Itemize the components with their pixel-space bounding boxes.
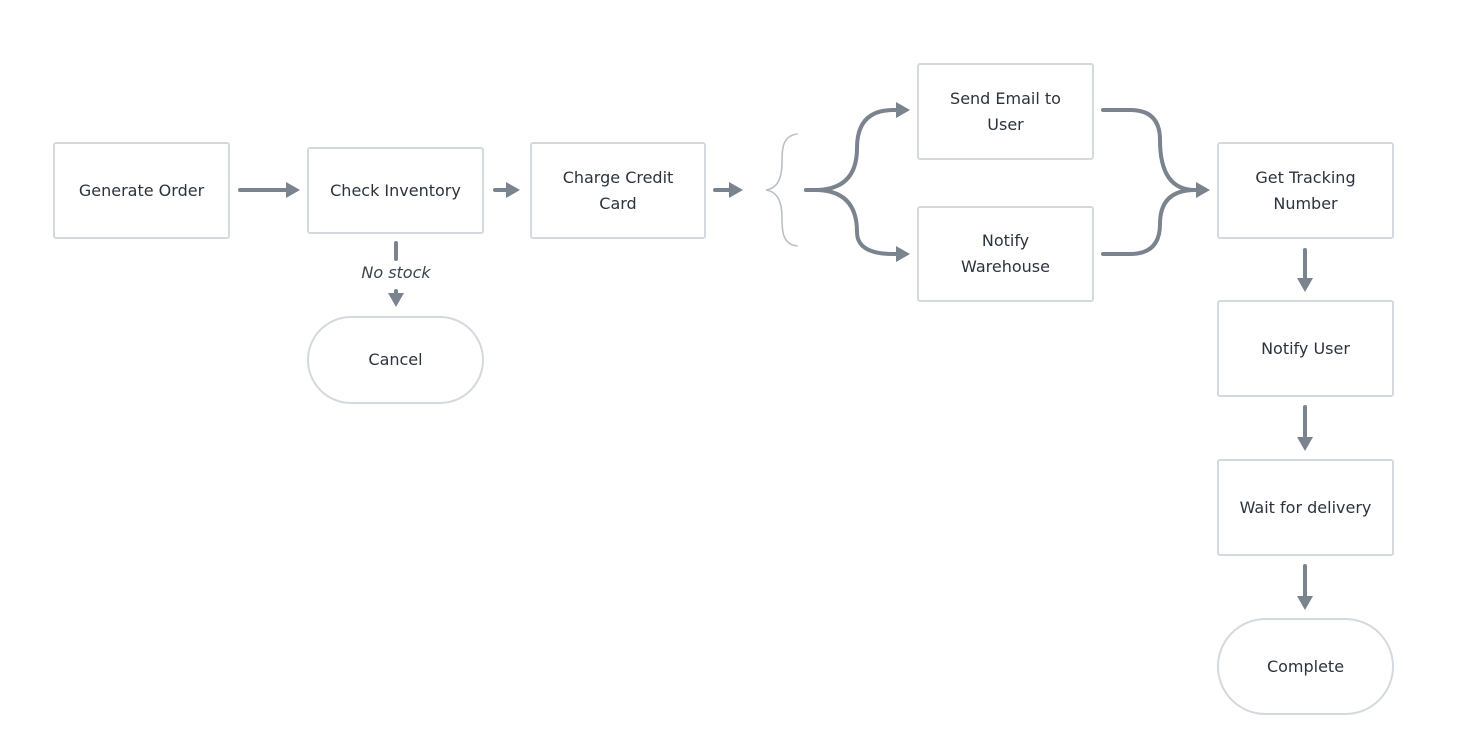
node-notify-warehouse: Notify Warehouse <box>917 206 1094 302</box>
node-check-inventory: Check Inventory <box>307 147 484 234</box>
arrow-charge-to-fork <box>713 182 743 198</box>
node-label: Cancel <box>368 350 423 369</box>
edge-label-no-stock: No stock <box>361 263 431 282</box>
parallel-brace <box>765 133 798 247</box>
arrow-tracking-to-notify-user <box>1297 248 1313 292</box>
node-get-tracking: Get Tracking Number <box>1217 142 1394 239</box>
node-label: Send Email to User <box>950 88 1061 134</box>
node-label: Notify Warehouse <box>961 231 1050 276</box>
node-wait-delivery: Wait for delivery <box>1217 459 1394 556</box>
node-label: Get Tracking Number <box>1255 167 1356 213</box>
fork-to-notify-warehouse <box>804 188 910 262</box>
node-complete: Complete <box>1217 618 1394 715</box>
node-label: Wait for delivery <box>1239 497 1372 517</box>
node-label: Charge Credit Card <box>562 167 674 213</box>
fork-to-send-email <box>804 102 910 192</box>
node-label: Check Inventory <box>330 180 461 200</box>
arrow-check-to-cancel <box>388 241 404 307</box>
arrow-check-to-charge <box>493 182 520 198</box>
arrow-notify-user-to-wait <box>1297 405 1313 451</box>
node-label: Complete <box>1266 656 1345 676</box>
node-send-email: Send Email to User <box>917 63 1094 160</box>
arrow-wait-to-complete <box>1297 564 1313 610</box>
arrow-generate-to-check <box>238 182 300 198</box>
join-to-get-tracking <box>1101 108 1210 256</box>
node-generate-order: Generate Order <box>53 142 230 239</box>
node-label: Generate Order <box>78 180 205 200</box>
node-charge-credit-card: Charge Credit Card <box>530 142 706 239</box>
node-cancel: Cancel <box>307 316 484 404</box>
node-label: Notify User <box>1261 338 1350 358</box>
node-notify-user: Notify User <box>1217 300 1394 397</box>
